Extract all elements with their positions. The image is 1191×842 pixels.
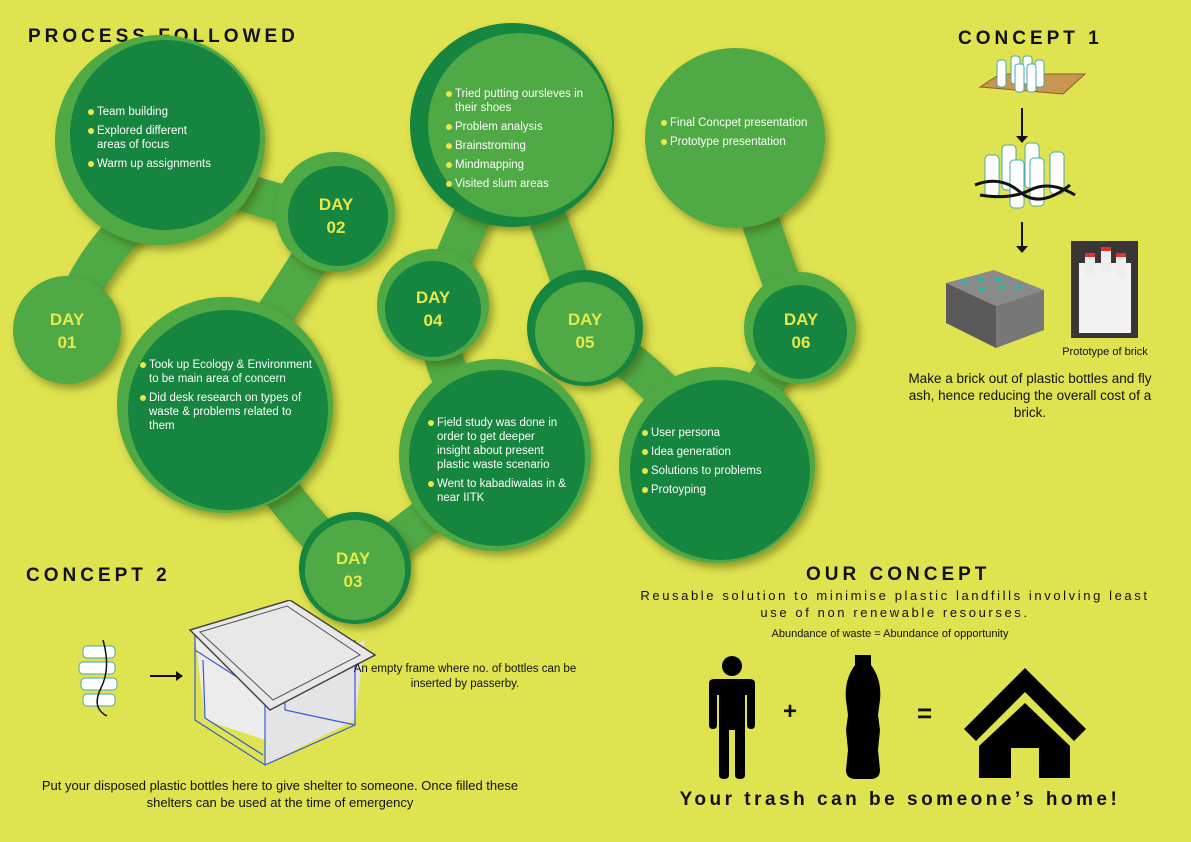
day05-node bbox=[535, 282, 635, 382]
day06-details-circle bbox=[645, 48, 825, 228]
brick-photo-caption: Prototype of brick bbox=[1062, 346, 1148, 358]
equals-sign: = bbox=[917, 698, 933, 728]
concept2-title: CONCEPT 2 bbox=[26, 565, 171, 586]
brick-prototype-photo bbox=[1071, 241, 1138, 338]
slogan: Your trash can be someone’s home! bbox=[679, 789, 1121, 810]
our-concept-title: OUR CONCEPT bbox=[806, 564, 991, 585]
person-icon bbox=[709, 656, 755, 779]
arrow-down-1 bbox=[1021, 108, 1023, 138]
day02-details-circle bbox=[128, 310, 328, 510]
our-concept-tagline: Abundance of waste = Abundance of opport… bbox=[771, 628, 1009, 640]
frame-note: An empty frame where no. of bottles can … bbox=[353, 663, 577, 690]
arrow-right bbox=[150, 675, 178, 677]
bottle-icon bbox=[845, 655, 881, 779]
day03-details-circle bbox=[409, 370, 585, 546]
day04-details-circle bbox=[428, 33, 612, 217]
day03-list: Field study was done in order to get dee… bbox=[428, 416, 568, 510]
bottles-with-wire-image bbox=[974, 142, 1076, 209]
day02-list: Took up Ecology & Environment to be main… bbox=[140, 358, 315, 438]
concept1-title: CONCEPT 1 bbox=[958, 28, 1103, 49]
day02-node bbox=[288, 166, 388, 266]
day04-node bbox=[385, 261, 481, 357]
house-icon bbox=[964, 668, 1086, 778]
day06-node bbox=[753, 285, 847, 379]
our-concept-subtitle: Reusable solution to minimise plastic la… bbox=[640, 588, 1150, 620]
arrow-head-2 bbox=[1016, 246, 1028, 253]
day03-node bbox=[305, 520, 405, 620]
arrow-right-head bbox=[176, 671, 183, 681]
day01-details-circle bbox=[70, 40, 260, 230]
plus-sign: + bbox=[783, 698, 798, 725]
arrow-down-2 bbox=[1021, 222, 1023, 248]
day05-details-circle bbox=[630, 380, 810, 560]
concept2-description: Put your disposed plastic bottles here t… bbox=[41, 778, 519, 810]
concept1-description: Make a brick out of plastic bottles and … bbox=[908, 371, 1152, 420]
day01-node bbox=[13, 276, 121, 384]
bottle-stack-image bbox=[78, 639, 118, 717]
arrow-head-1 bbox=[1016, 136, 1028, 143]
bottles-on-board-image bbox=[978, 55, 1087, 95]
shelter-frame-sketch bbox=[188, 600, 377, 766]
brick-model-image bbox=[946, 270, 1044, 348]
